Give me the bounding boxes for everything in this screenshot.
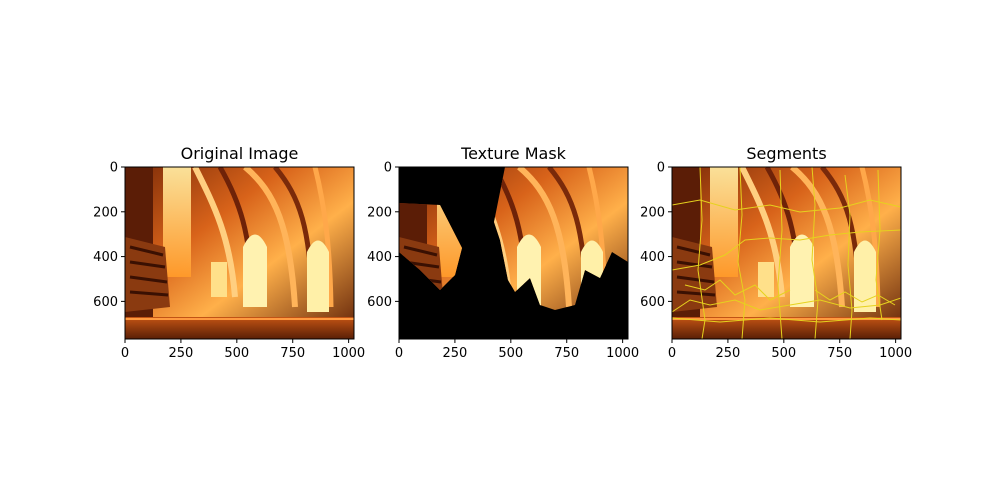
x-tick-label: 1000 [879,346,912,361]
y-tick-label: 600 [93,295,118,310]
x-tick-label: 750 [280,346,305,361]
y-tick-label: 600 [367,295,392,310]
x-ticks: 0 250 500 750 1000 0 200 400 600 [640,161,912,362]
y-tick-label: 200 [93,205,118,220]
x-ticks: 0 250 500 750 1000 0 200 400 600 [93,161,365,362]
panel-original: Original Image 0 250 500 750 1000 0 200 400 600 [93,144,365,361]
x-tick-label: 250 [168,346,193,361]
x-tick-label: 250 [715,346,740,361]
segments-image [672,167,901,339]
y-tick-label: 0 [110,161,118,176]
x-tick-label: 0 [395,346,403,361]
texture-mask-image [399,167,628,339]
panel-segments: Segments 0 250 500 750 1000 0 200 400 600 [640,144,912,361]
axes-frame [671,166,902,340]
panel-title: Texture Mask [460,144,567,163]
axes-frame [398,166,629,340]
panel-title: Original Image [181,144,299,163]
y-tick-label: 400 [640,250,665,265]
segment-boundaries [672,167,901,339]
y-tick-label: 400 [93,250,118,265]
y-tick-label: 400 [367,250,392,265]
panel-texture-mask: Texture Mask 0 250 500 750 1000 0 200 400 600 [367,144,639,361]
x-tick-label: 1000 [332,346,365,361]
panel-title: Segments [746,144,826,163]
x-tick-label: 0 [668,346,676,361]
x-tick-label: 750 [827,346,852,361]
x-tick-label: 500 [224,346,249,361]
x-tick-label: 500 [771,346,796,361]
x-tick-label: 0 [121,346,129,361]
x-tick-label: 750 [554,346,579,361]
x-tick-label: 500 [498,346,523,361]
original-image [125,167,354,339]
x-tick-label: 250 [442,346,467,361]
x-ticks: 0 250 500 750 1000 0 200 400 600 [367,161,639,362]
y-tick-label: 0 [384,161,392,176]
y-tick-label: 200 [640,205,665,220]
x-tick-label: 1000 [606,346,639,361]
y-tick-label: 0 [657,161,665,176]
y-tick-label: 600 [640,295,665,310]
axes-frame [124,166,355,340]
y-tick-label: 200 [367,205,392,220]
